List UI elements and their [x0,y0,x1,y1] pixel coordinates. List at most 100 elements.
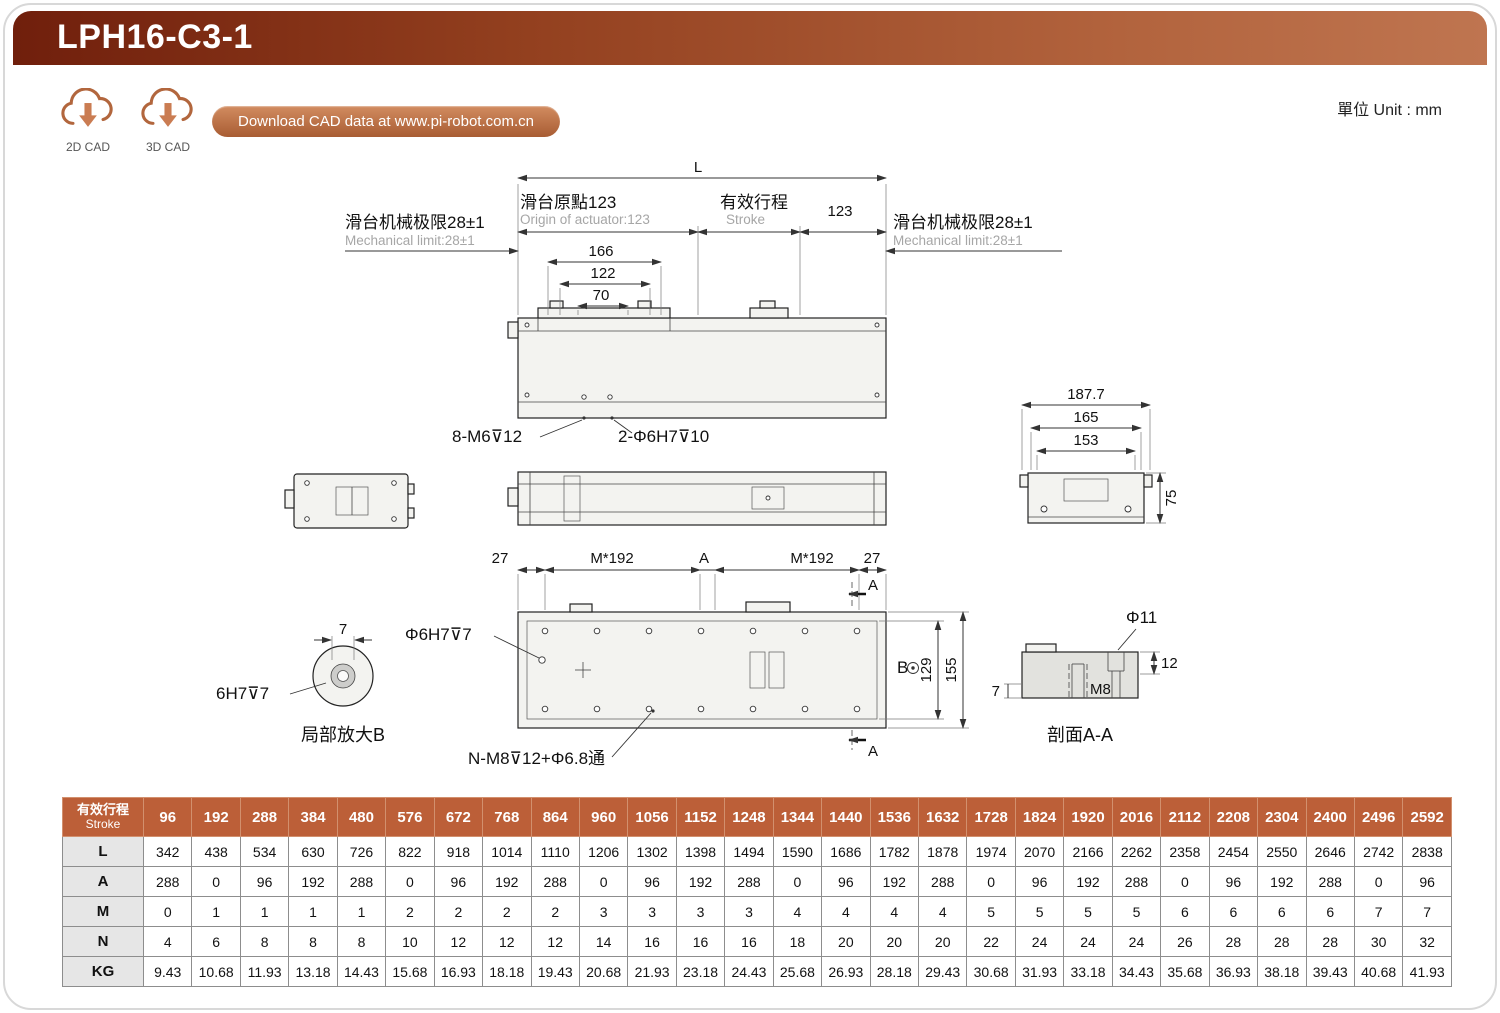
mounting-holes-label: N-M8⊽12+Φ6.8通 [468,749,605,768]
stroke-value-header: 1440 [821,797,871,837]
stroke-value-header: 1344 [772,797,823,837]
stroke-value-header: 192 [191,797,241,837]
mech-limit-right-en: Mechanical limit:28±1 [893,233,1023,248]
side-elevation-dimensions: L 滑台原點123 Origin of actuator:123 有效行程 St… [345,159,1062,446]
spec-cell: 6 [1160,896,1210,927]
dim-122-label: 122 [590,265,615,282]
spec-cell: 5 [1111,896,1162,927]
spec-cell: 18.18 [482,956,532,987]
spec-cell: 288 [142,866,193,897]
dim-187-label: 187.7 [1067,386,1105,403]
detail-b-dim-7: 7 [339,621,347,638]
plan-view: 27 M*192 A M*192 27 A [405,550,969,768]
spec-cell: 0 [772,866,823,897]
spec-cell: 192 [1257,866,1307,897]
spec-cell: 4 [821,896,871,927]
spec-cell: 0 [191,866,241,897]
mech-limit-left-en: Mechanical limit:28±1 [345,233,475,248]
section-aa-caption: 剖面A-A [1047,725,1113,745]
dim-pitch-left-label: M*192 [590,550,633,567]
stroke-label-en: Stroke [726,212,765,227]
spec-cell: 24.43 [724,956,774,987]
spec-cell: 16 [724,926,774,957]
spec-cell: 1494 [724,836,774,867]
stroke-value-header: 96 [142,797,193,837]
spec-cell: 20 [869,926,920,957]
spec-cell: 0 [1160,866,1210,897]
spec-cell: 22 [966,926,1016,957]
spec-cell: 2646 [1305,836,1355,867]
spec-cell: 2550 [1257,836,1307,867]
spec-cell: 35.68 [1160,956,1210,987]
spec-cell: 28 [1257,926,1307,957]
spec-cell: 4 [142,926,193,957]
dowel-holes-label: 2-Φ6H7⊽10 [618,427,709,446]
spec-cell: 14.43 [336,956,387,987]
spec-cell: 7 [1402,896,1452,927]
spec-cell: 20.68 [578,956,629,987]
spec-cell: 30 [1353,926,1404,957]
spec-cell: 36.93 [1208,956,1259,987]
spec-cell: 6 [191,926,241,957]
section-aa-view: Φ11 12 M8 7 剖面A-A [992,608,1178,745]
spec-cell: 192 [288,866,338,897]
spec-cell: 16 [627,926,677,957]
technical-drawing: L 滑台原點123 Origin of actuator:123 有效行程 St… [216,159,1180,768]
spec-cell: 192 [675,866,726,897]
spec-cell: 28 [1305,926,1355,957]
spec-cell: 8 [336,926,387,957]
download-cad-label: Download CAD data at www.pi-robot.com.cn [238,113,534,130]
stroke-label-cn: 有效行程 [720,193,788,212]
dim-27-left-label: 27 [492,550,509,567]
dim-pitch-right-label: M*192 [790,550,833,567]
spec-cell: 96 [239,866,290,897]
spec-cell: 1 [239,896,290,927]
spec-cell: 342 [142,836,193,867]
spec-cell: 2358 [1160,836,1210,867]
stroke-value-header: 1152 [675,797,726,837]
spec-cell: 29.43 [917,956,968,987]
spec-cell: 1686 [821,836,871,867]
spec-cell: 10.68 [191,956,241,987]
spec-cell: 2 [385,896,435,927]
spec-cell: 1782 [869,836,920,867]
stroke-value-header: 480 [336,797,387,837]
spec-cell: 96 [627,866,677,897]
spec-cell: 1206 [578,836,629,867]
stroke-value-header: 1920 [1063,797,1113,837]
spec-cell: 12 [433,926,484,957]
spec-cell: 24 [1111,926,1162,957]
spec-cell: 38.18 [1257,956,1307,987]
spec-cell: 3 [578,896,629,927]
spec-cell: 1 [288,896,338,927]
cad-3d-label: 3D CAD [145,140,190,154]
spec-cell: 26.93 [821,956,871,987]
section-marker-bottom: A [868,743,878,760]
stroke-value-header: 2208 [1208,797,1259,837]
stroke-value-header: 384 [288,797,338,837]
dim-153-label: 153 [1073,432,1098,449]
side-elevation-view [507,300,887,419]
spec-cell: 14 [578,926,629,957]
dim-75-label: 75 [1163,490,1180,507]
spec-cell: 2 [433,896,484,927]
spec-cell: 822 [385,836,435,867]
spec-cell: 918 [433,836,484,867]
spec-cell: 16.93 [433,956,484,987]
spec-cell: 192 [482,866,532,897]
section-m8-label: M8 [1090,681,1111,698]
spec-cell: 0 [578,866,629,897]
end-view-left [284,473,415,529]
row-label-N: N [62,926,144,957]
spec-cell: 0 [1353,866,1404,897]
spec-cell: 438 [191,836,241,867]
spec-cell: 96 [1208,866,1259,897]
cad-2d-download[interactable]: 2D CAD [50,87,126,154]
cad-3d-download[interactable]: 3D CAD [130,87,206,154]
spec-cell: 4 [869,896,920,927]
download-cad-button[interactable]: Download CAD data at www.pi-robot.com.cn [212,106,560,137]
spec-cell: 534 [239,836,290,867]
spec-cell: 26 [1160,926,1210,957]
